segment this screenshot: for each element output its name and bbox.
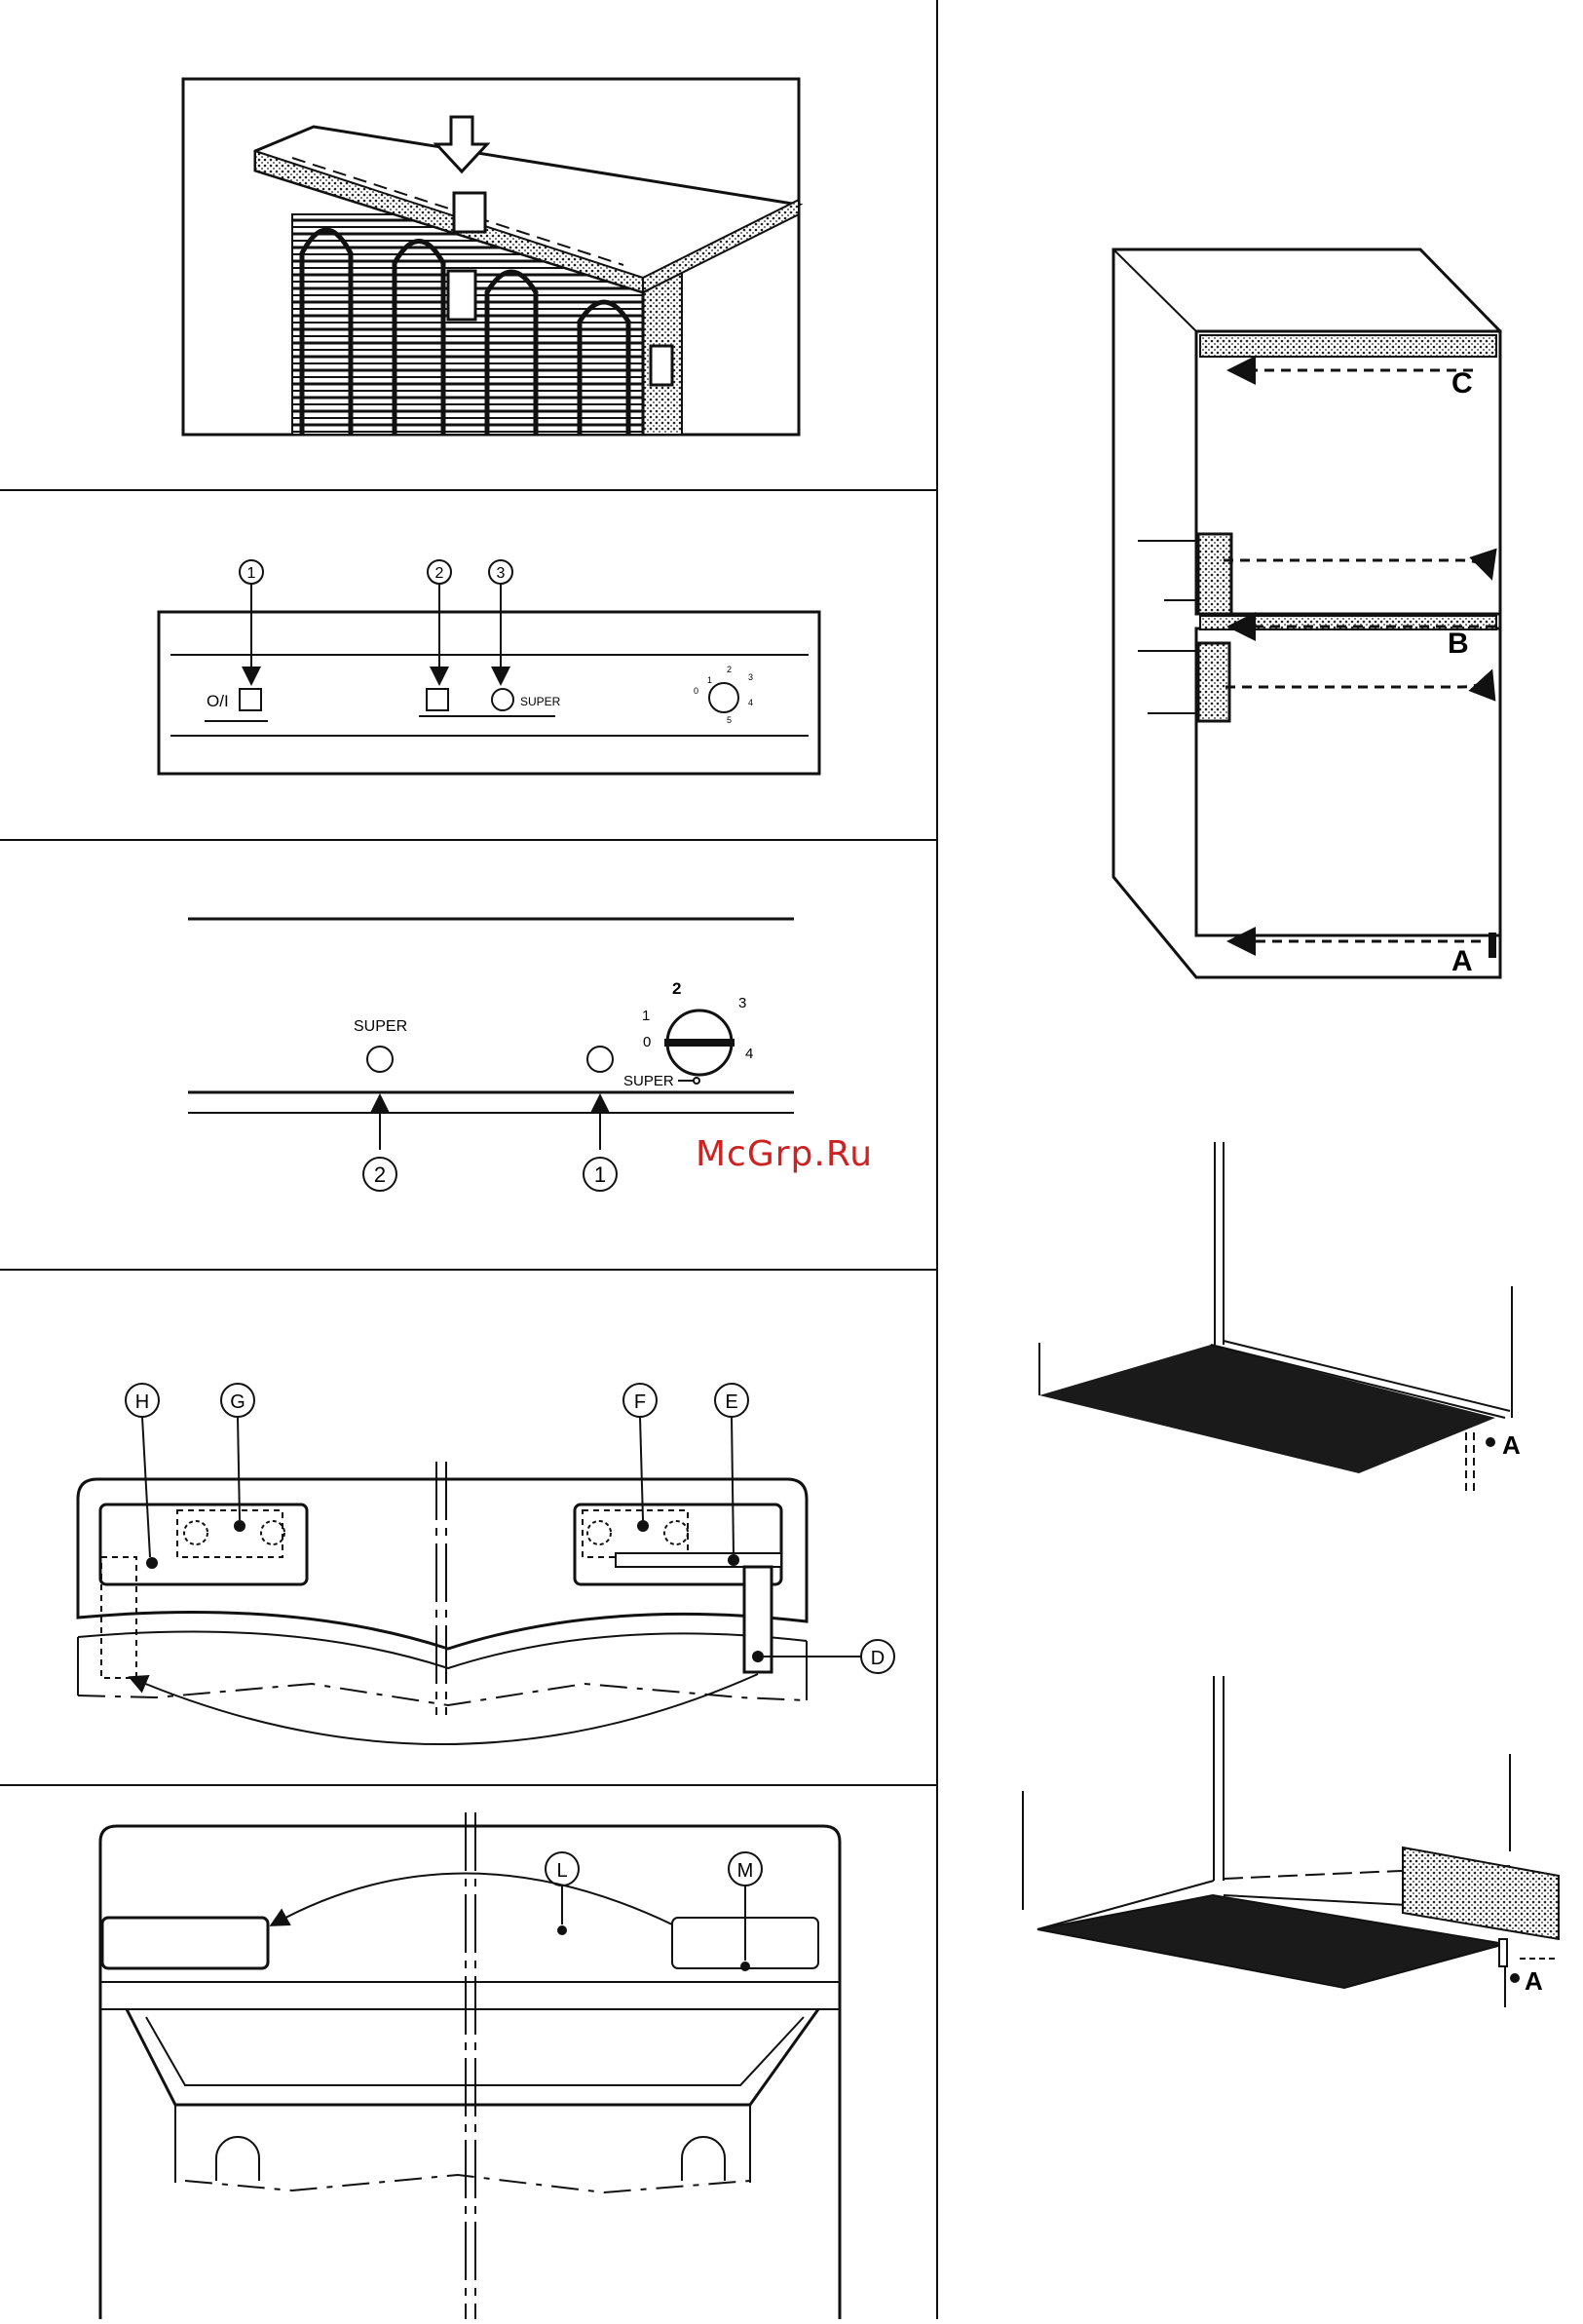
- pin-d-icon: [752, 1651, 764, 1662]
- power-switch-icon: [240, 689, 261, 710]
- svg-text:4: 4: [748, 698, 753, 707]
- callout-1: 1: [584, 1158, 617, 1191]
- hinge-reversal-figure: H G F E D: [78, 1384, 894, 1744]
- indicator-light-icon: [587, 1047, 613, 1072]
- callout-2: 2: [428, 560, 451, 584]
- svg-text:1: 1: [247, 565, 256, 582]
- svg-text:L: L: [556, 1860, 567, 1882]
- svg-text:F: F: [634, 1391, 646, 1413]
- svg-text:0: 0: [643, 1034, 651, 1050]
- label-a: A: [1502, 1430, 1521, 1460]
- screw-m-icon: [740, 1962, 750, 1971]
- svg-text:4: 4: [745, 1046, 753, 1062]
- svg-text:0: 0: [694, 686, 698, 696]
- svg-text:5: 5: [727, 715, 732, 725]
- svg-text:D: D: [871, 1648, 885, 1669]
- fridge-door-reversal-figure: C B A: [1113, 249, 1500, 977]
- screw-h-icon: [146, 1557, 158, 1569]
- super-label: SUPER: [520, 695, 561, 708]
- screw-e-icon: [728, 1554, 739, 1566]
- screw-l-icon: [557, 1925, 567, 1935]
- svg-text:M: M: [737, 1860, 754, 1882]
- svg-text:3: 3: [497, 565, 506, 582]
- control-panel-a-figure: 1 2 3 O/I SUPER 1 2 3 4 5 0: [159, 560, 819, 774]
- callout-3: 3: [489, 560, 512, 584]
- plinth-figure-a: A: [1039, 1142, 1521, 1491]
- svg-text:3: 3: [748, 672, 753, 682]
- switch-label: O/I: [207, 692, 229, 710]
- watermark: McGrp.Ru: [696, 1134, 873, 1174]
- label-a: A: [1451, 945, 1473, 977]
- label-a: A: [1525, 1966, 1543, 1996]
- super-label-dial: SUPER: [623, 1073, 674, 1089]
- callout-2: 2: [363, 1158, 396, 1191]
- svg-text:1: 1: [642, 1008, 650, 1024]
- svg-text:1: 1: [707, 675, 712, 685]
- handle-cover-left: [102, 1918, 268, 1968]
- label-c: C: [1451, 367, 1473, 400]
- super-button-icon: [367, 1047, 393, 1072]
- handle-relocation-figure: L M: [100, 1812, 840, 2319]
- svg-text:1: 1: [594, 1162, 606, 1187]
- label-d: D: [764, 1640, 894, 1673]
- screw-f-icon: [637, 1520, 649, 1532]
- super-label-left: SUPER: [354, 1018, 407, 1035]
- plinth-figure-b: A: [1023, 1676, 1559, 2007]
- indicator-square-icon: [427, 689, 448, 710]
- svg-text:H: H: [135, 1391, 149, 1413]
- svg-text:2: 2: [727, 665, 732, 674]
- callout-1: 1: [240, 560, 263, 584]
- svg-text:G: G: [230, 1391, 245, 1413]
- svg-text:3: 3: [738, 995, 746, 1011]
- svg-text:E: E: [725, 1391, 737, 1413]
- svg-text:2: 2: [374, 1162, 386, 1187]
- super-button-icon: [492, 689, 513, 710]
- svg-text:2: 2: [435, 565, 444, 582]
- screw-g-icon: [234, 1520, 245, 1532]
- label-b: B: [1448, 628, 1469, 660]
- shelf-insertion-figure: [183, 79, 799, 435]
- svg-text:2: 2: [672, 979, 681, 998]
- thermostat-dial-icon: [709, 683, 738, 712]
